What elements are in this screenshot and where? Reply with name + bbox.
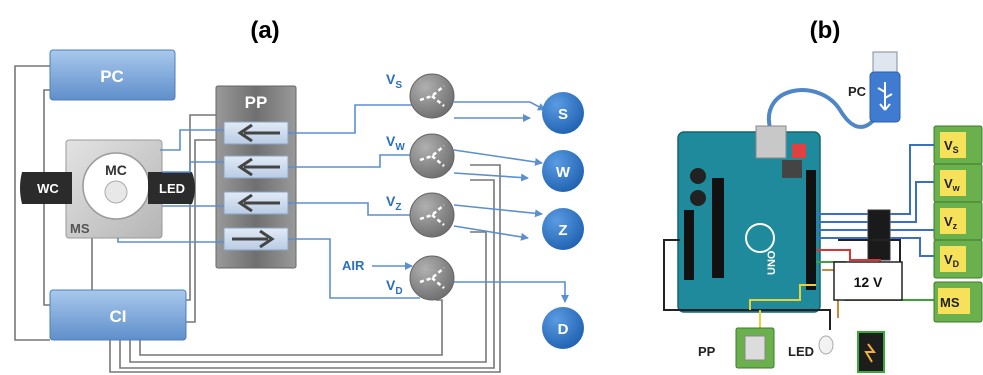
module-vs-label: V bbox=[944, 138, 953, 153]
module-vw-label: V bbox=[944, 176, 953, 191]
arduino-board: UNO bbox=[677, 125, 821, 313]
module-ms-label: MS bbox=[940, 295, 960, 310]
pp-module-b: PP bbox=[698, 327, 775, 369]
outlet-s-label: S bbox=[558, 106, 568, 123]
pp-channel-3 bbox=[223, 191, 289, 215]
ms-block: MS MC bbox=[65, 139, 163, 239]
usb-pc-label: PC bbox=[848, 84, 867, 99]
outlet-w-label: W bbox=[556, 164, 571, 181]
mc-center-icon bbox=[104, 180, 128, 204]
svg-text:Vw: Vw bbox=[944, 176, 961, 193]
outlet-z: Z bbox=[542, 208, 584, 250]
left-arrow-icon bbox=[237, 157, 280, 177]
infinity-logo-icon bbox=[745, 223, 775, 253]
valve-vz-sub: Z bbox=[395, 202, 401, 213]
wc-module: WC bbox=[20, 172, 72, 204]
pp-channel-2 bbox=[223, 155, 289, 179]
valve-vw-sub: W bbox=[395, 142, 405, 153]
outlet-s: S bbox=[542, 92, 584, 134]
mc-label: MC bbox=[105, 162, 127, 178]
module-vz-label: V bbox=[944, 214, 953, 229]
svg-text:VS: VS bbox=[386, 71, 402, 91]
panel-a-caption: (a) bbox=[250, 17, 279, 44]
module-vd-label: V bbox=[944, 252, 953, 267]
valve-vw-label: V bbox=[386, 133, 396, 149]
power-supply: 12 V bbox=[833, 261, 903, 373]
ms-label: MS bbox=[70, 221, 90, 236]
module-vs-sub: S bbox=[953, 145, 959, 155]
wc-label: WC bbox=[37, 181, 59, 196]
fluid-lines bbox=[117, 101, 569, 303]
pp-label-b: PP bbox=[698, 344, 716, 359]
lightning-icon bbox=[864, 343, 876, 363]
board-text: UNO bbox=[766, 250, 778, 275]
valve-vd-sub: D bbox=[395, 286, 402, 297]
pp-label: PP bbox=[245, 93, 268, 112]
air-label: AIR bbox=[342, 258, 365, 273]
right-arrow-icon bbox=[232, 229, 275, 249]
module-ms: MS bbox=[933, 281, 983, 323]
module-vw: Vw bbox=[933, 163, 983, 203]
outlet-z-label: Z bbox=[558, 222, 567, 239]
outlet-d: D bbox=[542, 307, 584, 349]
module-vz: Vz bbox=[933, 201, 983, 241]
module-vw-sub: w bbox=[952, 183, 961, 193]
pp-channel-4 bbox=[223, 227, 289, 251]
led-label-a: LED bbox=[159, 181, 185, 196]
reset-button bbox=[792, 144, 806, 158]
supply-label: 12 V bbox=[854, 274, 883, 290]
module-vs: VS bbox=[933, 125, 983, 165]
outlet-d-label: D bbox=[558, 321, 569, 338]
valve-vs-label: V bbox=[386, 71, 396, 87]
svg-text:VW: VW bbox=[386, 133, 405, 153]
outlet-w: W bbox=[542, 150, 584, 192]
pc-box: PC bbox=[49, 49, 176, 101]
svg-text:VZ: VZ bbox=[386, 193, 401, 213]
svg-text:Vz: Vz bbox=[944, 214, 958, 231]
svg-text:VD: VD bbox=[944, 252, 960, 269]
ci-label: CI bbox=[110, 307, 127, 326]
valve-vd-label: V bbox=[386, 277, 396, 293]
valve-vd: VD bbox=[386, 255, 455, 301]
pp-pump: PP bbox=[215, 85, 297, 269]
module-vd-sub: D bbox=[953, 259, 960, 269]
left-arrow-icon bbox=[237, 193, 280, 213]
panel-b-caption: (b) bbox=[810, 17, 841, 44]
led-module-a: LED bbox=[148, 172, 195, 204]
pc-label: PC bbox=[100, 67, 124, 86]
usb-cable: PC bbox=[766, 51, 901, 129]
pp-channel-1 bbox=[223, 121, 289, 145]
ci-box: CI bbox=[49, 289, 187, 341]
driver-chip bbox=[867, 209, 891, 261]
module-vd: VD bbox=[933, 239, 983, 279]
led-component: LED bbox=[788, 335, 834, 359]
valve-vs-sub: S bbox=[395, 80, 402, 91]
left-arrow-icon bbox=[237, 123, 280, 143]
valve-vw: VW bbox=[386, 133, 455, 179]
valve-vz-label: V bbox=[386, 193, 396, 209]
module-vz-sub: z bbox=[953, 221, 958, 231]
valve-vz: VZ bbox=[386, 192, 455, 238]
led-label-b: LED bbox=[788, 344, 814, 359]
svg-text:VD: VD bbox=[386, 277, 403, 297]
svg-text:VS: VS bbox=[944, 138, 959, 155]
usb-icon bbox=[877, 82, 893, 111]
valve-vs: VS bbox=[386, 71, 455, 119]
